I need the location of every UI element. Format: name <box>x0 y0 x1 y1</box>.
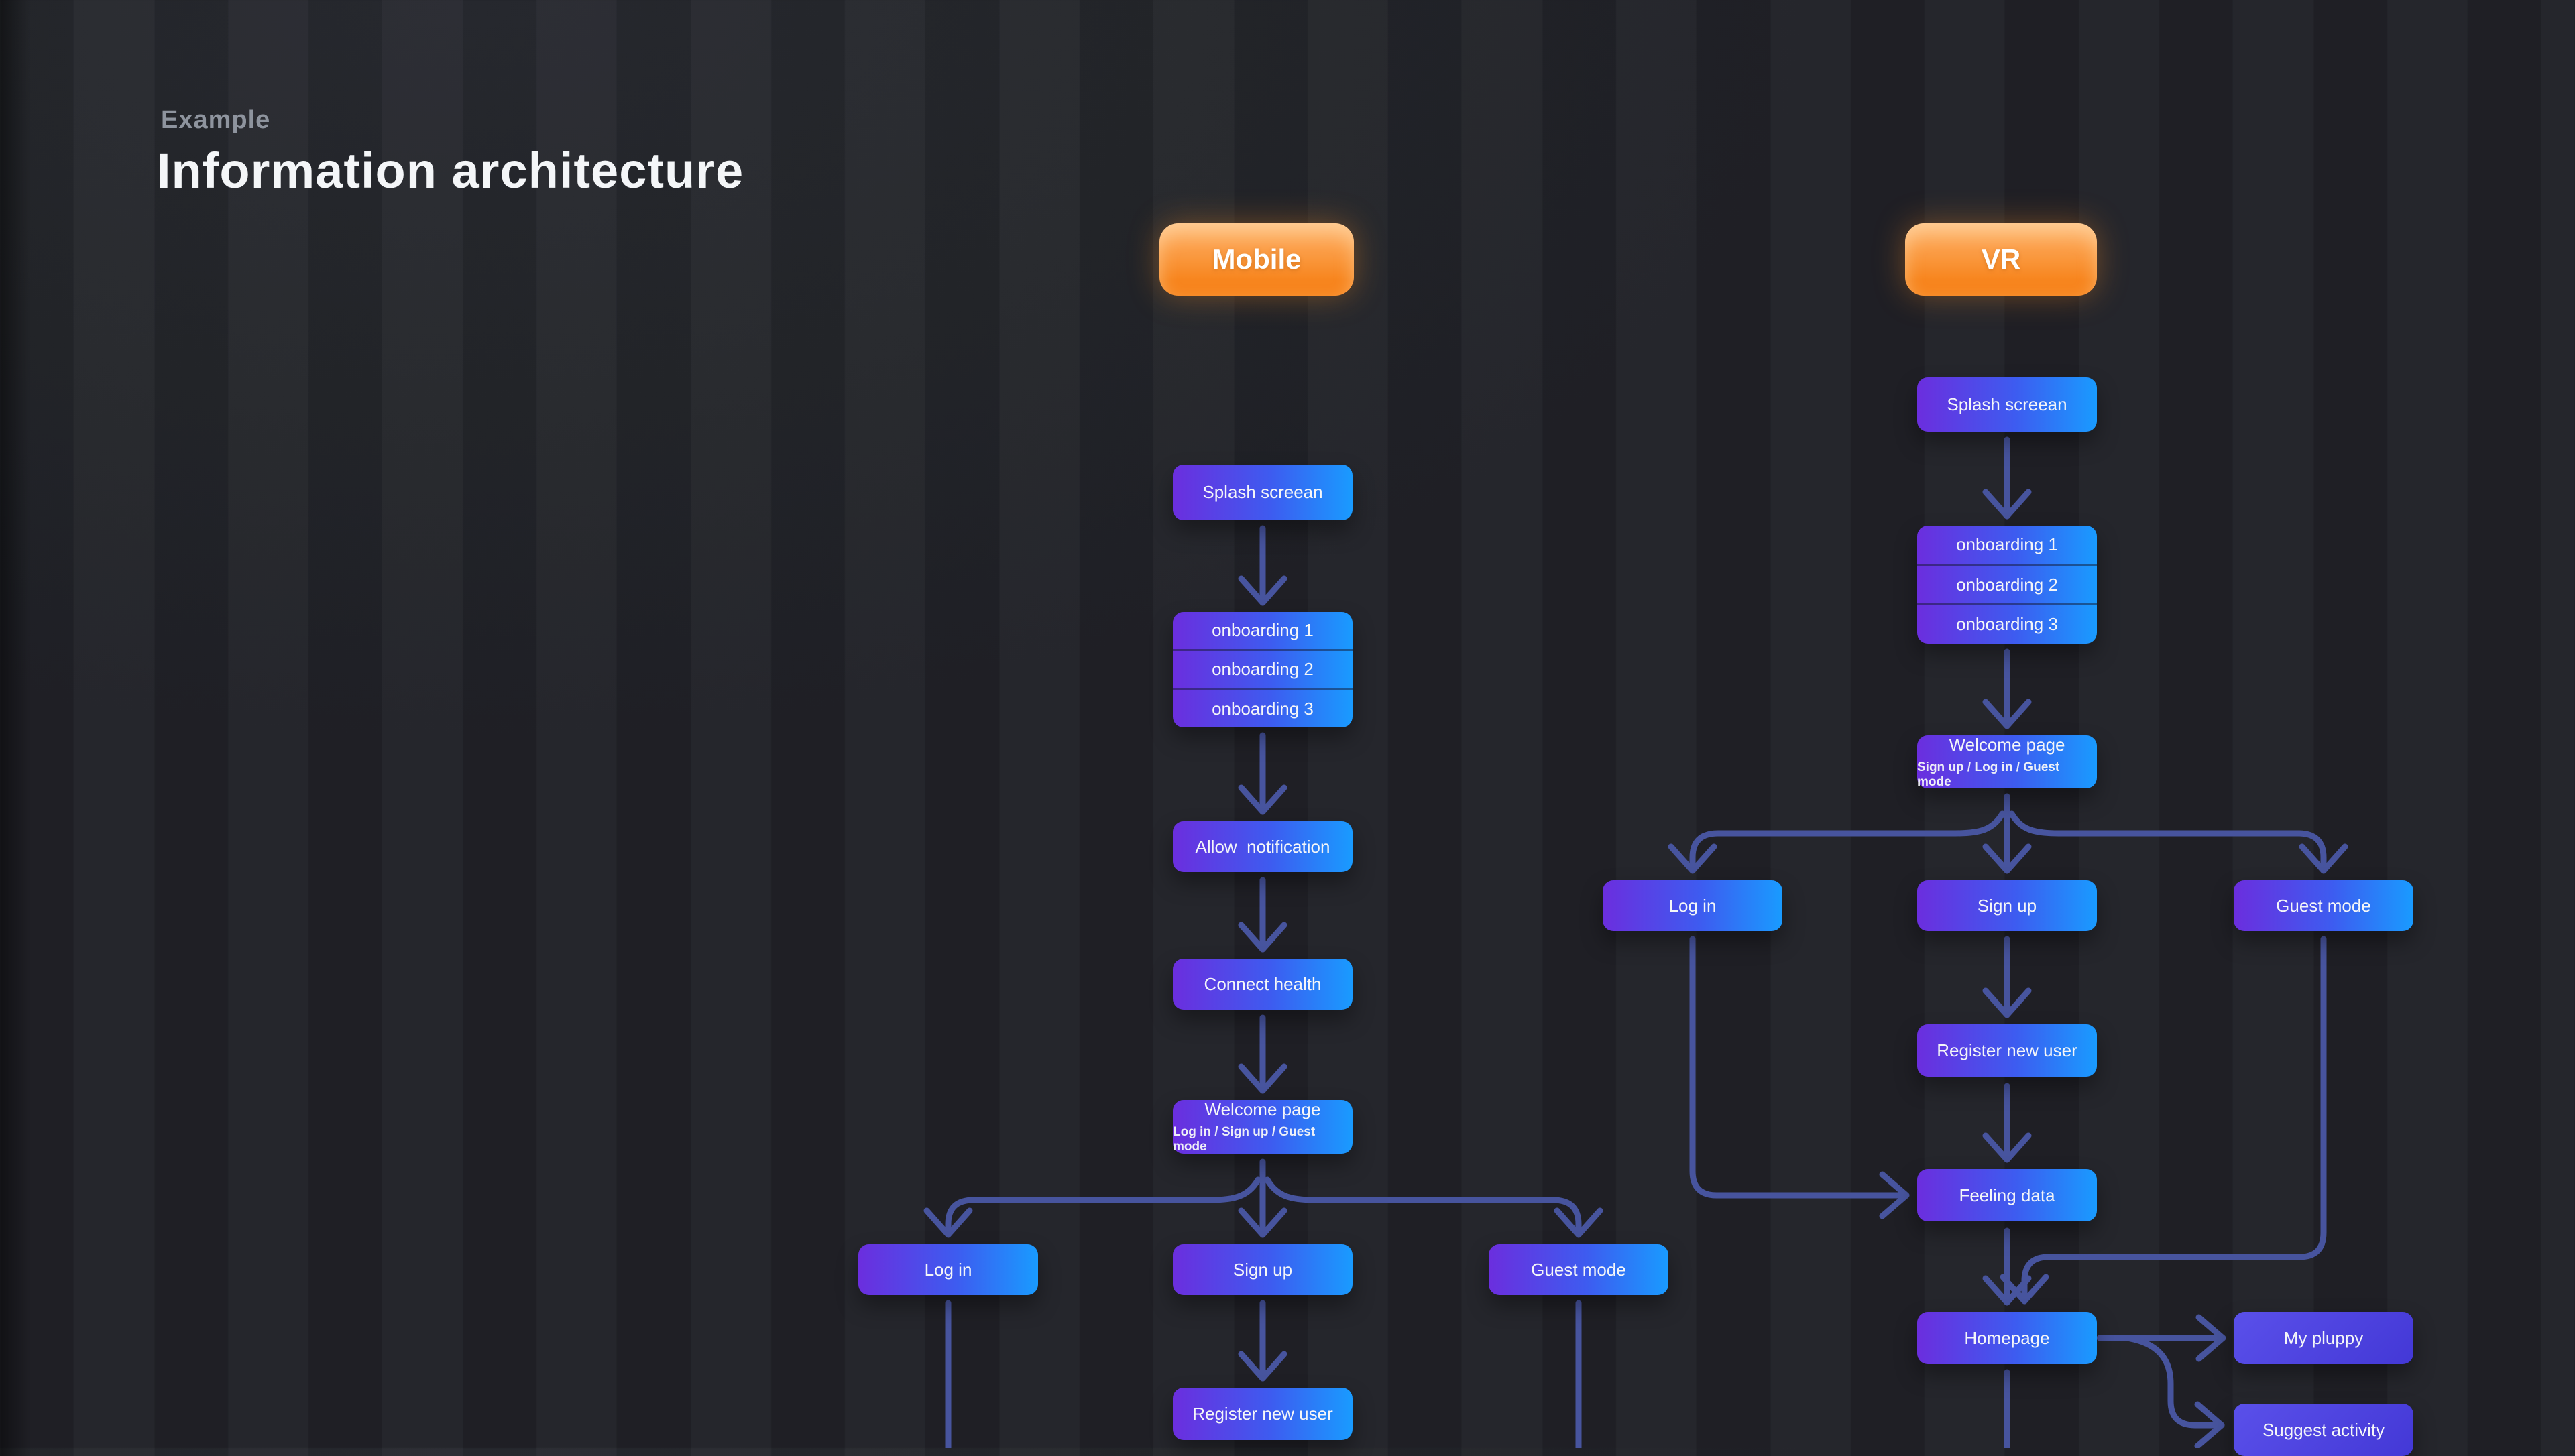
node-mobile-guest-mode[interactable]: Guest mode <box>1489 1244 1668 1295</box>
node-mobile-welcome-page[interactable]: Welcome page Log in / Sign up / Guest mo… <box>1173 1099 1353 1154</box>
node-mobile-onboarding-1[interactable]: onboarding 1 <box>1173 612 1353 649</box>
node-mobile-login[interactable]: Log in <box>858 1244 1038 1295</box>
node-label: Suggest activity <box>2262 1419 2385 1440</box>
node-mobile-onboarding-2[interactable]: onboarding 2 <box>1173 649 1353 688</box>
edge-mobile-welcome-guest <box>1264 1176 1603 1238</box>
edge-vr-register-feeling <box>1982 1083 2032 1163</box>
node-vr-feeling-data[interactable]: Feeling data <box>1917 1169 2097 1221</box>
node-label: Guest mode <box>2276 895 2371 916</box>
node-label: Sign up <box>1977 895 2037 916</box>
node-label: onboarding 2 <box>1212 659 1314 680</box>
node-vr-signup[interactable]: Sign up <box>1917 880 2097 931</box>
node-label: Allow notification <box>1195 836 1330 857</box>
edge-vr-feeling-homepage <box>1982 1227 2032 1306</box>
edge-vr-homepage-pluppy <box>2096 1314 2226 1362</box>
node-vr-splash[interactable]: Splash screean <box>1917 377 2097 432</box>
node-label: Homepage <box>1964 1327 2050 1348</box>
edge-vr-signup-register <box>1982 936 2032 1018</box>
node-label: Connect health <box>1204 973 1322 994</box>
node-label: Splash screean <box>1947 394 2067 414</box>
node-label: Register new user <box>1937 1040 2077 1060</box>
node-label: Welcome page <box>1949 734 2065 755</box>
node-vr-homepage[interactable]: Homepage <box>1917 1312 2097 1364</box>
node-mobile-register-new-user[interactable]: Register new user <box>1173 1388 1353 1440</box>
edge-mobile-signup-register <box>1238 1300 1288 1382</box>
node-vr-suggest-activity[interactable]: Suggest activity <box>2234 1404 2413 1456</box>
edge-vr-welcome-login <box>1668 810 2006 874</box>
edge-vr-guest-homepage <box>2000 936 2327 1305</box>
node-vr-register-new-user[interactable]: Register new user <box>1917 1024 2097 1077</box>
node-label: onboarding 3 <box>1956 614 2058 635</box>
node-vr-onboarding-2[interactable]: onboarding 2 <box>1917 563 2097 604</box>
node-mobile-signup[interactable]: Sign up <box>1173 1244 1353 1295</box>
edge-vr-homepage-suggest <box>2124 1335 2225 1448</box>
node-label: Splash screean <box>1202 482 1323 502</box>
edge-vr-welcome-signup <box>1982 793 2032 874</box>
node-vr-onboarding-1[interactable]: onboarding 1 <box>1917 526 2097 564</box>
vr-column-header[interactable]: VR <box>1905 223 2097 296</box>
node-label: onboarding 1 <box>1212 620 1314 641</box>
edge-mobile-welcome-signup <box>1238 1158 1288 1238</box>
node-vr-my-pluppy[interactable]: My pluppy <box>2234 1312 2413 1364</box>
mobile-column-header[interactable]: Mobile <box>1159 223 1354 296</box>
edge-mobile-allow-connect <box>1238 877 1288 953</box>
node-sublabel: Log in / Sign up / Guest mode <box>1173 1125 1319 1154</box>
edge-mobile-onboarding-allow <box>1238 732 1288 815</box>
node-mobile-allow-notification[interactable]: Allow notification <box>1173 821 1353 872</box>
node-mobile-splash[interactable]: Splash screean <box>1173 465 1353 520</box>
node-label: onboarding 1 <box>1956 534 2058 554</box>
node-sublabel: Sign up / Log in / Guest mode <box>1917 760 2063 789</box>
node-label: onboarding 2 <box>1956 574 2058 595</box>
node-label: onboarding 3 <box>1212 698 1314 719</box>
node-vr-onboarding-3[interactable]: onboarding 3 <box>1917 603 2097 644</box>
node-label: Log in <box>924 1259 972 1280</box>
edge-mobile-connect-welcome <box>1238 1014 1288 1094</box>
edge-vr-onboarding-welcome <box>1982 648 2032 729</box>
node-vr-welcome-page[interactable]: Welcome page Sign up / Log in / Guest mo… <box>1917 734 2097 789</box>
page-title: Information architecture <box>157 143 744 198</box>
node-label: Feeling data <box>1959 1185 2055 1205</box>
node-label: Welcome page <box>1204 1099 1321 1119</box>
node-mobile-connect-health[interactable]: Connect health <box>1173 959 1353 1010</box>
node-mobile-onboarding[interactable]: onboarding 1 onboarding 2 onboarding 3 <box>1173 612 1353 727</box>
node-vr-onboarding[interactable]: onboarding 1 onboarding 2 onboarding 3 <box>1917 526 2097 644</box>
node-label: Sign up <box>1233 1259 1293 1280</box>
edge-vr-login-feeling <box>1689 936 1910 1219</box>
eyebrow-label: Example <box>161 106 271 134</box>
node-vr-guest-mode[interactable]: Guest mode <box>2234 880 2413 931</box>
node-label: Log in <box>1668 895 1717 916</box>
node-label: My pluppy <box>2283 1327 2364 1348</box>
edge-mobile-splash-onboarding <box>1238 525 1288 606</box>
edge-vr-welcome-guest <box>2008 810 2348 874</box>
node-label: Guest mode <box>1531 1259 1626 1280</box>
edge-vr-splash-onboarding <box>1982 436 2032 520</box>
node-vr-login[interactable]: Log in <box>1603 880 1782 931</box>
node-mobile-onboarding-3[interactable]: onboarding 3 <box>1173 688 1353 727</box>
node-label: Register new user <box>1192 1403 1333 1424</box>
edge-mobile-welcome-login <box>923 1176 1261 1238</box>
